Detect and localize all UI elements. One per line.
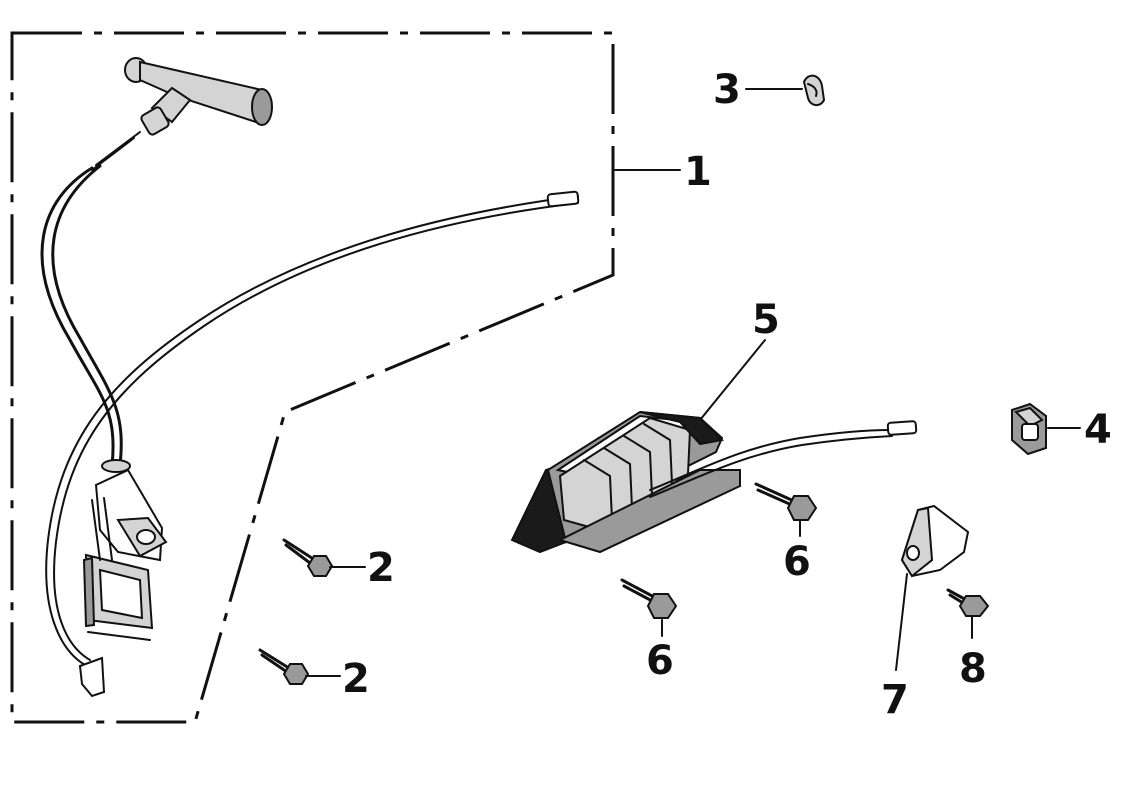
spark-plug-cap <box>124 57 273 136</box>
callout-5: 5 <box>752 297 780 343</box>
callout-6a: 6 <box>783 539 811 585</box>
callout-2a: 2 <box>367 545 395 591</box>
ignition-coil-assembly <box>40 57 580 698</box>
callout-4: 4 <box>1084 407 1112 453</box>
nut-4 <box>1011 402 1047 456</box>
callout-6b: 6 <box>646 638 674 684</box>
bolt-2-lower <box>258 648 310 685</box>
bolt-6-left <box>620 578 678 619</box>
callout-2b: 2 <box>342 656 370 702</box>
bolt-2-upper <box>282 538 334 577</box>
clip-3 <box>802 74 826 106</box>
charging-coil-5 <box>510 410 741 554</box>
bolt-8 <box>946 588 990 617</box>
leader-line-5 <box>699 339 766 421</box>
bracket-7 <box>900 504 970 578</box>
bolt-6-right <box>754 482 818 521</box>
callout-7: 7 <box>881 677 909 723</box>
leader-line-7 <box>895 573 908 671</box>
callout-1: 1 <box>684 149 712 195</box>
callout-3: 3 <box>713 67 741 113</box>
coil-body <box>82 468 168 641</box>
callout-8: 8 <box>959 646 987 692</box>
